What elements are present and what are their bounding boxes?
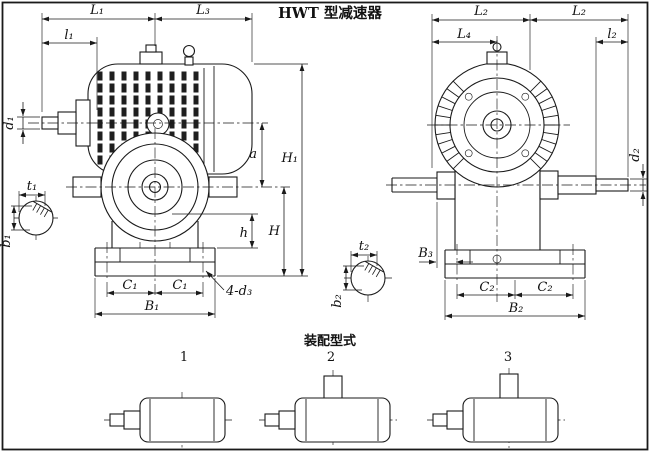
dim-label-d1: d₁ (2, 116, 17, 130)
shaft-section-circle (18, 200, 54, 236)
assembly-type-3-drawing (427, 368, 565, 448)
cover-bolt (521, 92, 530, 101)
dim-label-L2-right: L₂ (571, 4, 586, 19)
dim-label-C2-left: C₂ (479, 280, 494, 295)
vertical-output-shaft (499, 373, 519, 400)
assembly-type-3-label: 3 (504, 350, 512, 365)
dim-label-H: H (268, 224, 281, 239)
dim-label-B2: B₂ (508, 301, 524, 316)
dim-label-b1: b₁ (0, 234, 14, 248)
right-view-centerlines (386, 40, 646, 302)
dim-label-L4: L₄ (456, 27, 471, 42)
assembly-type-1-drawing (104, 392, 232, 448)
housing-plug (146, 112, 170, 136)
keyway-chord (364, 260, 385, 273)
vertical-output-shaft (323, 375, 343, 400)
input-shaft-end (264, 413, 280, 427)
dim-label-B1: B₁ (144, 299, 160, 314)
output-boss-left (436, 171, 456, 200)
right-view-dimensions: L₂ L₂ L₄ l₂ d₂ B₃ C₂ (417, 4, 648, 320)
input-shaft (446, 410, 464, 430)
dim-label-C1-right: C₁ (172, 278, 187, 293)
dim-label-l2: l₂ (607, 27, 616, 42)
cover-bolt (464, 149, 473, 158)
input-shaft-end (109, 413, 125, 427)
dim-label-C2-right: C₂ (537, 280, 552, 295)
dim-label-a: a (249, 147, 257, 162)
reducer-body (294, 397, 391, 443)
input-shaft-end (432, 413, 448, 427)
eye-bolt-ring (182, 44, 196, 58)
dim-label-C1-left: C₁ (122, 278, 137, 293)
left-base (94, 242, 216, 281)
right-view: L₂ L₂ L₄ l₂ d₂ B₃ C₂ (330, 4, 648, 320)
input-shaft-keyway-section: t₁ b₁ (0, 179, 58, 248)
dim-label-L3: L₃ (195, 3, 210, 18)
dim-label-b2: b₂ (330, 294, 345, 308)
left-view-dimensions: L₁ L₃ l₁ d₁ a H₁ H h (2, 3, 308, 318)
assembly-type-1-label: 1 (180, 350, 188, 365)
dim-label-l1: l₁ (64, 28, 73, 43)
breather-plug (139, 51, 163, 65)
dim-label-H1: H₁ (280, 151, 298, 166)
cover-bolt (521, 149, 530, 158)
left-view-centerlines (28, 122, 290, 298)
dim-label-L2-left: L₂ (473, 4, 488, 19)
drawing-title: HWT 型减速器 (278, 4, 382, 22)
cover-bolt (464, 92, 473, 101)
shaft-section-circle (350, 260, 386, 296)
dim-label-4-d3: 4-d₃ (225, 284, 252, 299)
dim-label-t1: t₁ (27, 179, 37, 194)
assembly-heading: 装配型式 (303, 333, 356, 349)
assembly-type-2-drawing (259, 370, 397, 448)
assembly-type-2-label: 2 (327, 350, 335, 365)
reducer-body (139, 397, 226, 443)
dim-label-h: h (240, 226, 248, 241)
assembly-section: 装配型式 1 2 3 (104, 333, 565, 448)
right-view-body (391, 42, 629, 283)
dim-label-B3: B₃ (417, 246, 433, 261)
reducer-body (462, 397, 559, 443)
left-view: L₁ L₃ l₁ d₁ a H₁ H h (0, 3, 308, 318)
keyway-chord (32, 200, 53, 213)
dim-label-L1: L₁ (89, 3, 104, 18)
output-shaft-keyway-section: t₂ b₂ (330, 239, 392, 308)
dim-label-d2: d₂ (628, 148, 643, 162)
input-shaft (278, 410, 296, 430)
dim-label-t2: t₂ (359, 239, 369, 254)
right-base (444, 244, 586, 283)
eye-bolt-stem (184, 56, 194, 66)
input-shaft (123, 410, 141, 430)
